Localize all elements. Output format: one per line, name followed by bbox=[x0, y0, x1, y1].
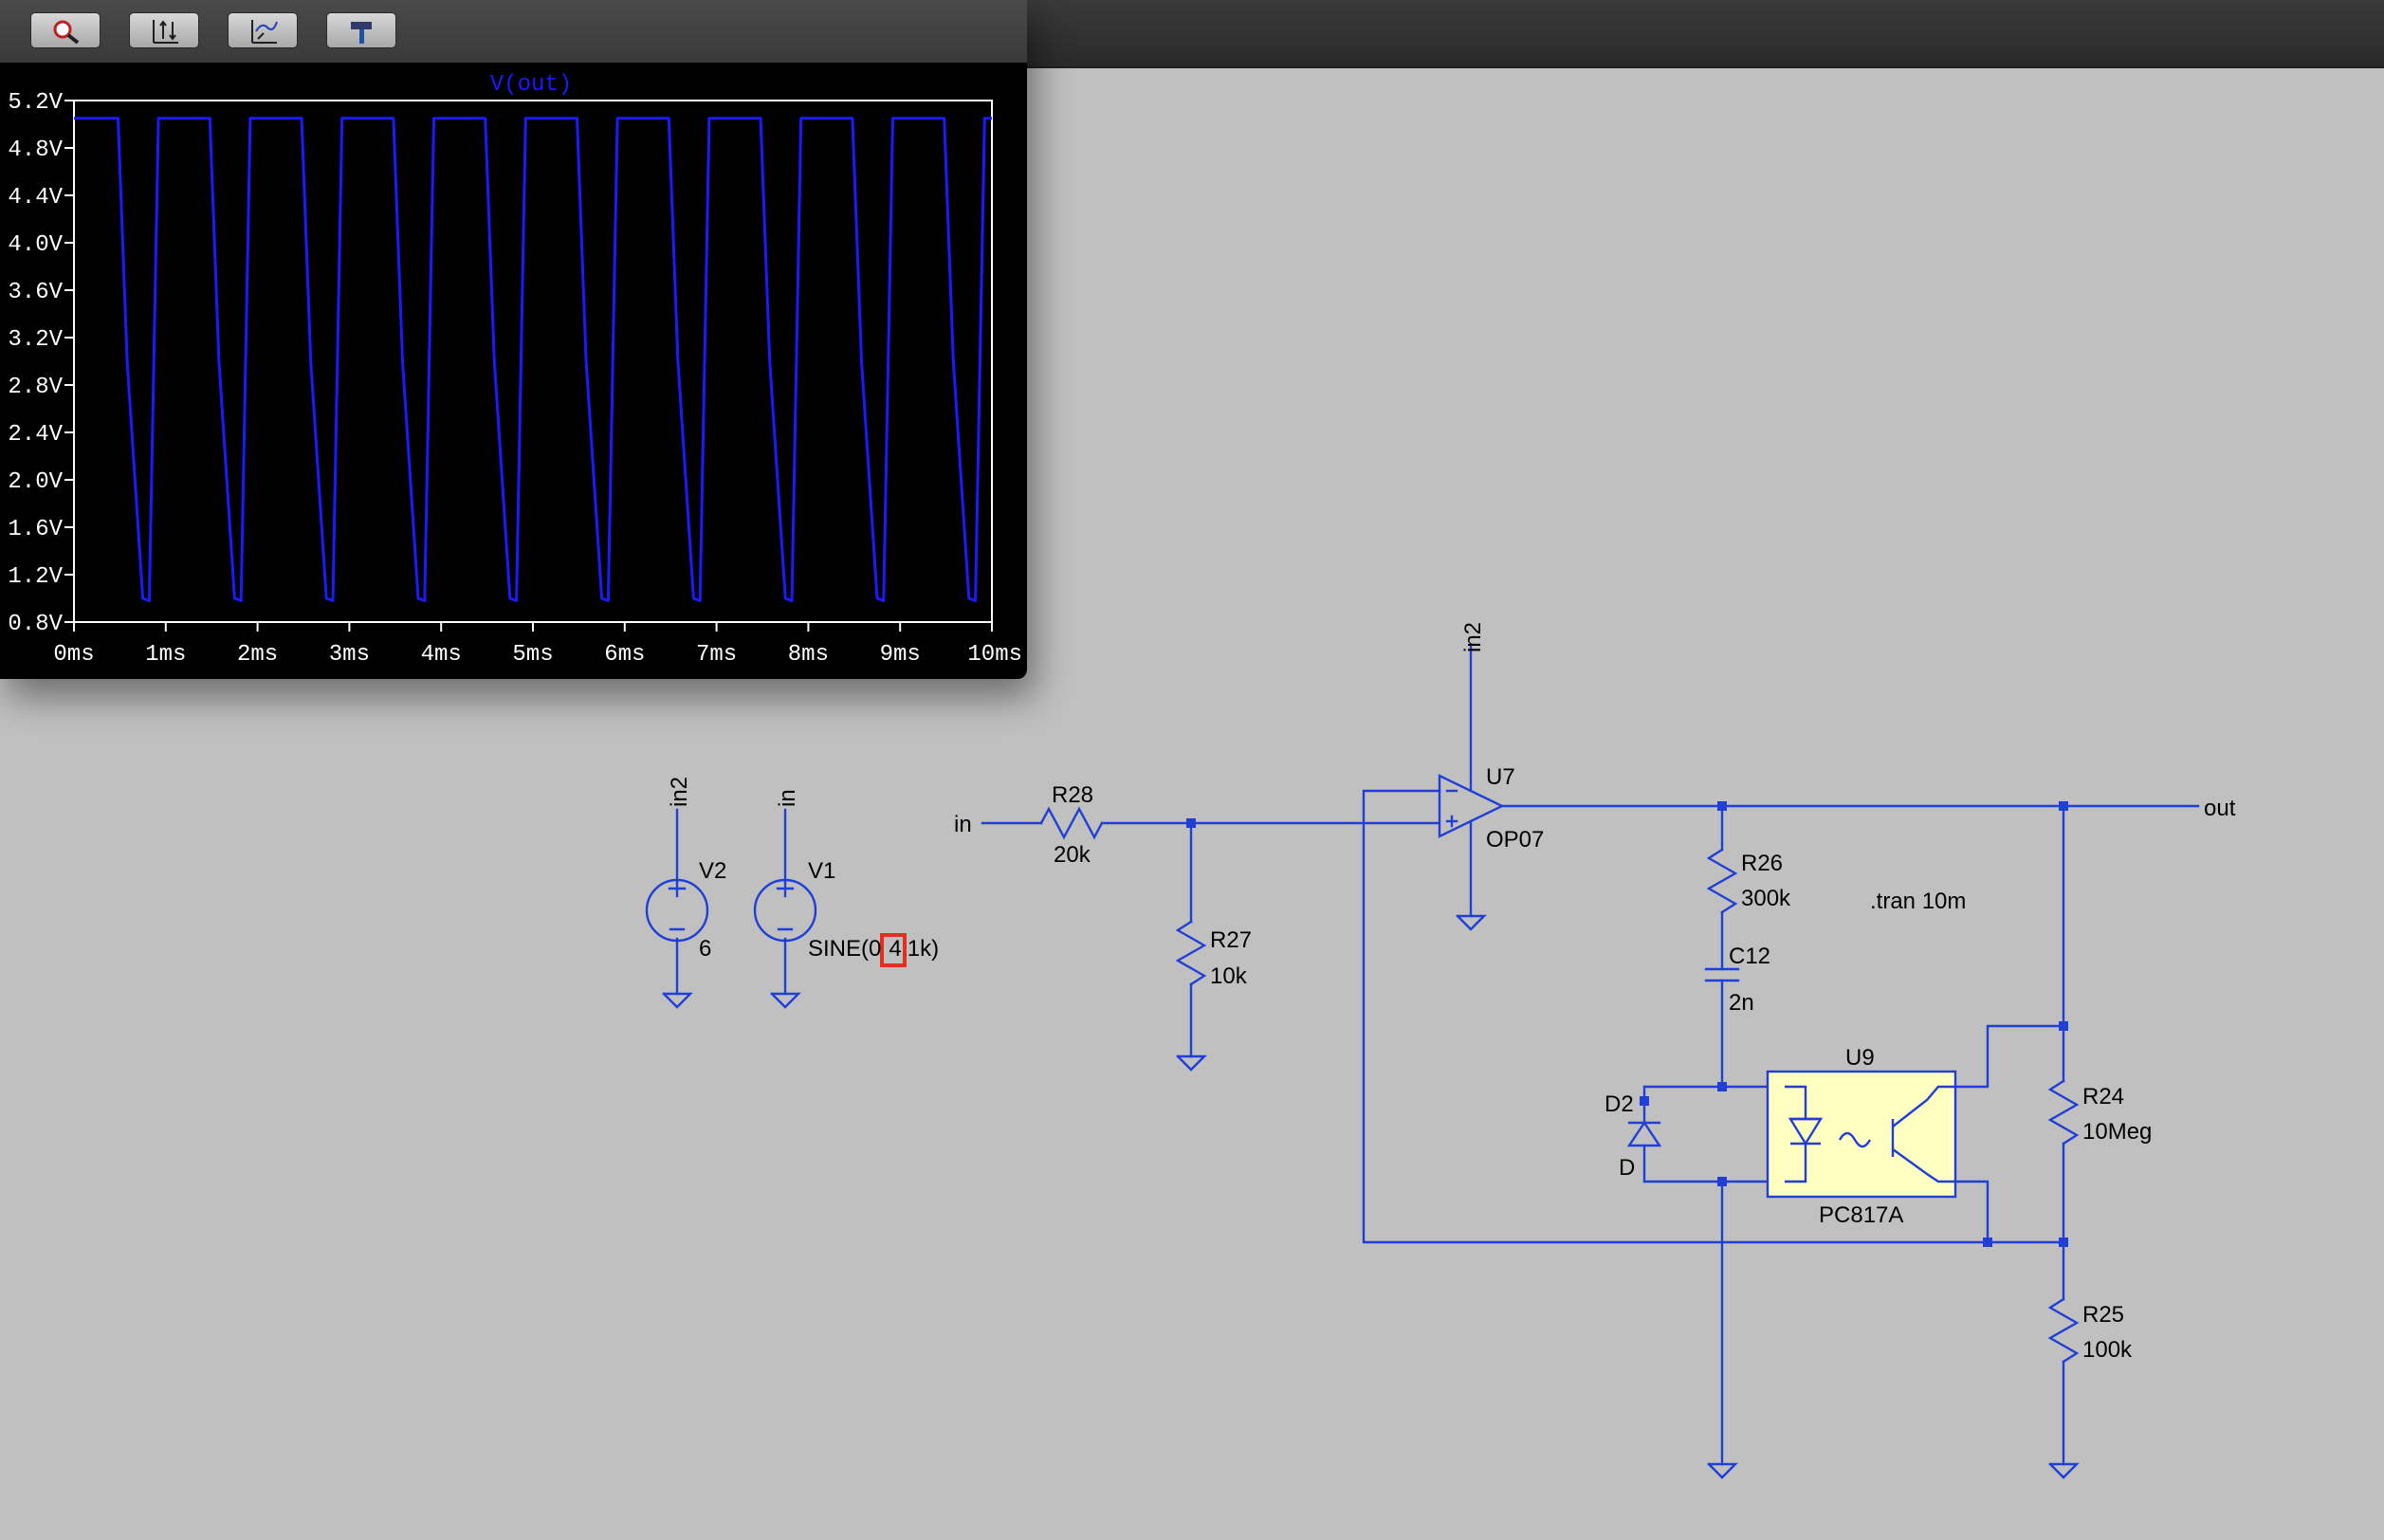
u9-value-label: PC817A bbox=[1819, 1202, 1903, 1228]
r24-name-label: R24 bbox=[2082, 1084, 2124, 1109]
r26-value-label: 300k bbox=[1741, 886, 1791, 911]
c12-value-label: 2n bbox=[1729, 990, 1754, 1016]
u7-net-label: in2 bbox=[1460, 622, 1486, 652]
r27-value-label: 10k bbox=[1210, 963, 1248, 989]
r25-name-label: R25 bbox=[2082, 1302, 2124, 1328]
resistor-r28[interactable] bbox=[981, 806, 1193, 840]
x-tick-label: 6ms bbox=[604, 642, 645, 668]
r27-name-label: R27 bbox=[1210, 927, 1252, 953]
ground-icon bbox=[662, 992, 693, 1009]
r28-name-label: R28 bbox=[1052, 782, 1093, 808]
optocoupler-u9[interactable] bbox=[1766, 1070, 1957, 1199]
y-tick-label: 4.8V bbox=[8, 138, 63, 163]
r28-value-label: 20k bbox=[1054, 842, 1091, 868]
x-tick-label: 1ms bbox=[145, 642, 186, 668]
v1-name-label: V1 bbox=[808, 858, 835, 884]
x-tick-label: 2ms bbox=[237, 642, 278, 668]
x-axis: 0ms 1ms 2ms 3ms 4ms 5ms 6ms 7ms 8ms 9ms 10ms bbox=[53, 622, 1022, 668]
v2-value-label: 6 bbox=[699, 936, 711, 962]
u7-name-label: U7 bbox=[1486, 764, 1515, 790]
opamp-u7[interactable] bbox=[1438, 645, 1505, 931]
resistor-r24[interactable] bbox=[2047, 1079, 2080, 1301]
y-tick-label: 1.6V bbox=[8, 517, 63, 542]
y-tick-label: 2.8V bbox=[8, 375, 63, 400]
zoom-icon bbox=[53, 20, 80, 45]
pan-icon bbox=[251, 20, 278, 44]
waveform-plot[interactable]: V(out) 5.2V 4.8V 4.4V 4.0V 3.6V 3.2V 2.8V 2.4V 2… bbox=[0, 63, 1027, 679]
hammer-button[interactable] bbox=[326, 12, 396, 48]
y-tick-label: 5.2V bbox=[8, 90, 63, 116]
resistor-r26[interactable] bbox=[1706, 804, 1738, 971]
r25-value-label: 100k bbox=[2082, 1337, 2133, 1363]
x-tick-label: 9ms bbox=[880, 642, 921, 668]
x-tick-label: 0ms bbox=[53, 642, 94, 668]
r24-value-label: 10Meg bbox=[2082, 1119, 2152, 1145]
y-tick-label: 4.0V bbox=[8, 232, 63, 258]
ground-icon bbox=[770, 992, 801, 1009]
autorange-button[interactable] bbox=[129, 12, 199, 48]
autorange-icon bbox=[153, 20, 178, 44]
y-tick-label: 3.2V bbox=[8, 327, 63, 353]
out-net-label: out bbox=[2204, 796, 2236, 821]
y-axis: 5.2V 4.8V 4.4V 4.0V 3.6V 3.2V 2.8V 2.4V 2.0V 1.6V… bbox=[8, 90, 74, 637]
pan-button[interactable] bbox=[228, 12, 298, 48]
y-tick-label: 2.4V bbox=[8, 422, 63, 448]
y-tick-label: 2.0V bbox=[8, 469, 63, 495]
x-tick-label: 5ms bbox=[512, 642, 553, 668]
v1-net-label: in bbox=[775, 789, 800, 807]
u7-value-label: OP07 bbox=[1486, 827, 1544, 852]
y-tick-label: 0.8V bbox=[8, 612, 63, 637]
y-tick-label: 1.2V bbox=[8, 564, 63, 590]
voltage-source-v2[interactable] bbox=[645, 808, 709, 1009]
junction-dots bbox=[1186, 801, 2068, 1247]
selection-highlight bbox=[880, 933, 907, 967]
y-tick-label: 4.4V bbox=[8, 185, 63, 211]
x-tick-label: 3ms bbox=[329, 642, 370, 668]
d2-value-label: D bbox=[1619, 1155, 1635, 1181]
d2-name-label: D2 bbox=[1605, 1091, 1634, 1117]
ground-icon bbox=[1456, 914, 1487, 931]
v2-net-label: in2 bbox=[667, 777, 692, 807]
u9-name-label: U9 bbox=[1845, 1045, 1875, 1071]
x-tick-label: 4ms bbox=[421, 642, 462, 668]
x-tick-label: 10ms bbox=[967, 642, 1022, 668]
plot-toolbar bbox=[0, 0, 1027, 63]
y-tick-label: 3.6V bbox=[8, 280, 63, 305]
v2-name-label: V2 bbox=[699, 858, 726, 884]
plot-title: V(out) bbox=[490, 72, 572, 98]
waveform-plot-window[interactable]: V(out) 5.2V 4.8V 4.4V 4.0V 3.6V 3.2V 2.8V 2.4V 2… bbox=[0, 0, 1027, 679]
x-tick-label: 7ms bbox=[696, 642, 737, 668]
zoom-button[interactable] bbox=[30, 12, 101, 48]
resistor-r27[interactable] bbox=[1175, 821, 1207, 1072]
trace-v-out bbox=[74, 117, 992, 602]
ground-icon bbox=[1707, 1462, 1738, 1479]
tran-directive[interactable]: .tran 10m bbox=[1870, 889, 1966, 914]
resistor-r25[interactable] bbox=[2047, 1297, 2080, 1479]
ground-icon bbox=[1176, 1054, 1207, 1072]
c12-name-label: C12 bbox=[1729, 944, 1770, 969]
in-net-label: in bbox=[954, 812, 972, 837]
capacitor-c12[interactable] bbox=[1704, 967, 1740, 1089]
r26-name-label: R26 bbox=[1741, 851, 1783, 876]
hammer-icon bbox=[351, 22, 372, 44]
voltage-source-v1[interactable] bbox=[753, 808, 817, 1009]
x-tick-label: 8ms bbox=[788, 642, 829, 668]
ground-icon bbox=[2048, 1462, 2080, 1479]
